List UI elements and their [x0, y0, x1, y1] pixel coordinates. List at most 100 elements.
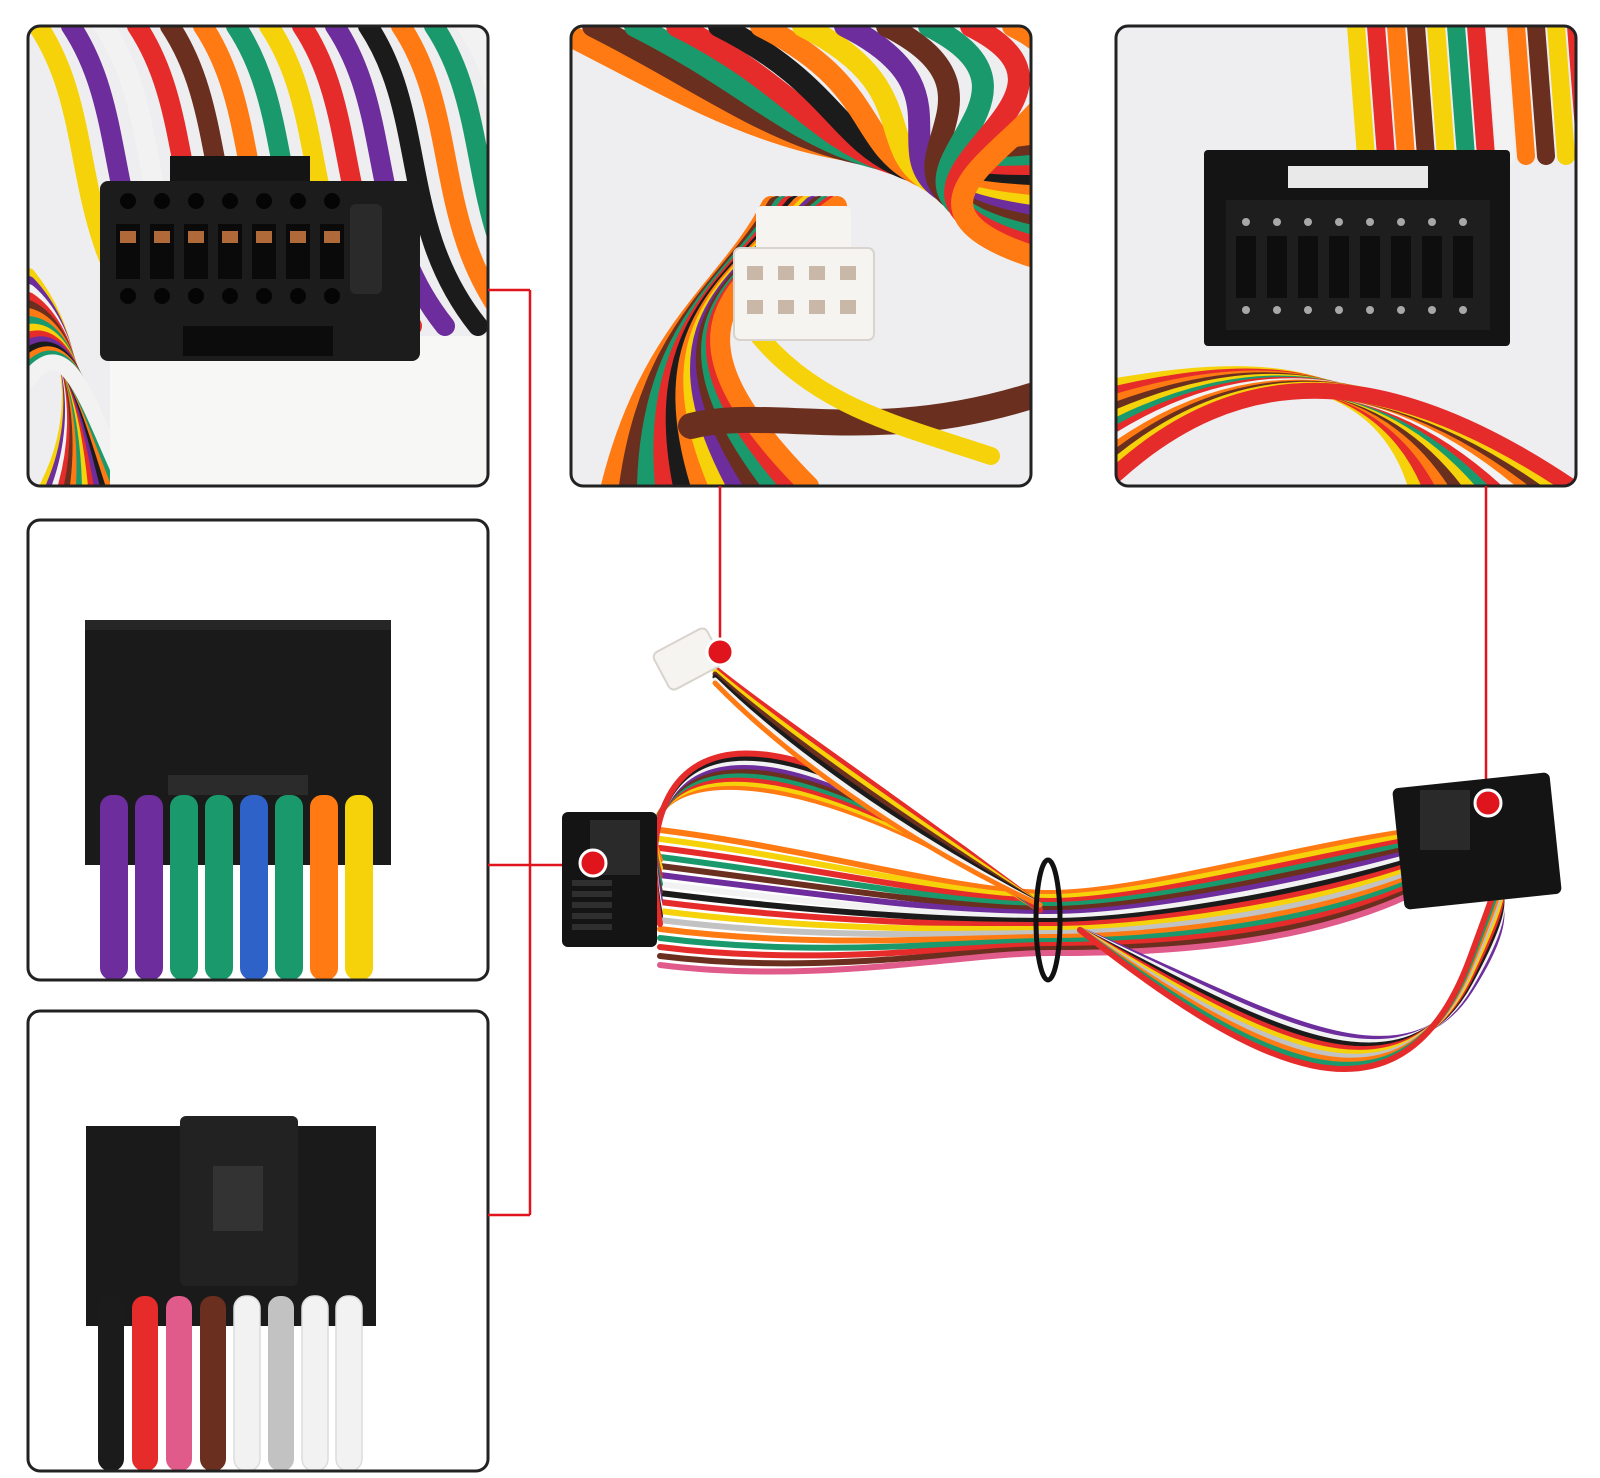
harness-wire	[657, 827, 1423, 897]
panel-frame	[569, 24, 1033, 488]
panel-frame	[26, 1009, 490, 1473]
wire-lead	[335, 1295, 363, 1471]
pin	[1335, 218, 1343, 226]
wire	[678, 383, 1031, 439]
pin-hole	[120, 288, 136, 304]
harness-wire	[657, 839, 1423, 909]
pin	[1397, 218, 1405, 226]
pin-cavity	[1391, 236, 1411, 298]
connector-latch	[756, 206, 851, 256]
white-connector-body	[733, 247, 875, 341]
wire-lead	[275, 795, 303, 980]
wire	[1527, 26, 1555, 165]
wire-lead	[345, 795, 373, 980]
pin-cavity	[809, 266, 825, 280]
harness-wire	[657, 875, 1423, 951]
pin-cavity	[778, 266, 794, 280]
pin-contact	[188, 231, 204, 243]
wire	[1367, 26, 1395, 165]
pin-hole	[324, 193, 340, 209]
pin-contact	[324, 231, 340, 243]
harness-wire	[657, 879, 1423, 959]
pin	[1397, 306, 1405, 314]
wire-lead	[166, 1296, 192, 1471]
pin	[1366, 306, 1374, 314]
wire	[1547, 26, 1575, 165]
pin-contact	[120, 231, 136, 243]
wire-lead	[205, 795, 233, 980]
pin-hole	[188, 193, 204, 209]
wire-lead	[170, 795, 198, 980]
pin-hole	[154, 193, 170, 209]
pin-hole	[222, 288, 238, 304]
pin-cavity	[1267, 236, 1287, 298]
pin	[1304, 218, 1312, 226]
wire-lead	[240, 795, 268, 980]
wire-lead	[135, 795, 163, 980]
closeup-panel-top-right	[1116, 26, 1576, 486]
pin-cavity	[1329, 236, 1349, 298]
connector-latch	[1420, 790, 1470, 850]
harness-wire	[657, 871, 1423, 944]
pin-contact	[154, 231, 170, 243]
key-slot	[350, 204, 382, 294]
closeup-panel-middle-left	[28, 520, 488, 980]
pin	[1428, 218, 1436, 226]
panel-frame	[1114, 24, 1578, 488]
pin	[1273, 306, 1281, 314]
pin-cavity	[1453, 236, 1473, 298]
pin-cavity	[572, 880, 612, 886]
wire	[1467, 26, 1495, 165]
pin-contact	[222, 231, 238, 243]
pin	[1304, 306, 1312, 314]
panel-frames	[26, 24, 1578, 1473]
pin-cavity	[840, 266, 856, 280]
pin-cavity	[840, 300, 856, 314]
pin-hole	[188, 288, 204, 304]
panel-frame	[26, 518, 490, 982]
pin-hole	[290, 288, 306, 304]
wire-lead	[132, 1296, 158, 1471]
wire-lead	[100, 795, 128, 980]
marker-dot	[578, 848, 608, 878]
pin-cavity	[778, 300, 794, 314]
pin-hole	[256, 288, 272, 304]
wire	[742, 317, 1000, 465]
pin	[1242, 218, 1250, 226]
pin-contact	[256, 231, 272, 243]
wiring-harness	[562, 627, 1562, 1072]
pin-hole	[256, 193, 272, 209]
marker-dot	[705, 637, 735, 667]
pin-contact	[290, 231, 306, 243]
pin-hole	[324, 288, 340, 304]
closeup-panel-bottom-left	[28, 1011, 488, 1471]
wire	[1507, 26, 1535, 165]
harness-wire	[657, 831, 1423, 901]
pin	[1459, 218, 1467, 226]
wire	[1447, 26, 1475, 165]
marker-dots	[578, 637, 1503, 878]
pin-hole	[290, 193, 306, 209]
branch-wire	[712, 680, 1043, 908]
pin-cavity	[572, 924, 612, 930]
wire	[1387, 26, 1415, 165]
harness-wire	[657, 863, 1423, 933]
wire	[1487, 26, 1515, 165]
pin-cavity	[1360, 236, 1380, 298]
wire	[1427, 26, 1455, 165]
pin	[1335, 306, 1343, 314]
wire	[358, 26, 488, 336]
connector-face	[1226, 200, 1490, 330]
pin-cavity	[747, 266, 763, 280]
wire-lead	[268, 1296, 294, 1471]
pin	[1459, 306, 1467, 314]
wire-lead	[310, 795, 338, 980]
wire	[424, 26, 488, 336]
wire	[1347, 26, 1375, 165]
harness-wire	[657, 847, 1423, 917]
pin-cavity	[1422, 236, 1442, 298]
pin-cavity	[1236, 236, 1256, 298]
latch-gap	[1288, 166, 1428, 188]
pin	[1366, 218, 1374, 226]
